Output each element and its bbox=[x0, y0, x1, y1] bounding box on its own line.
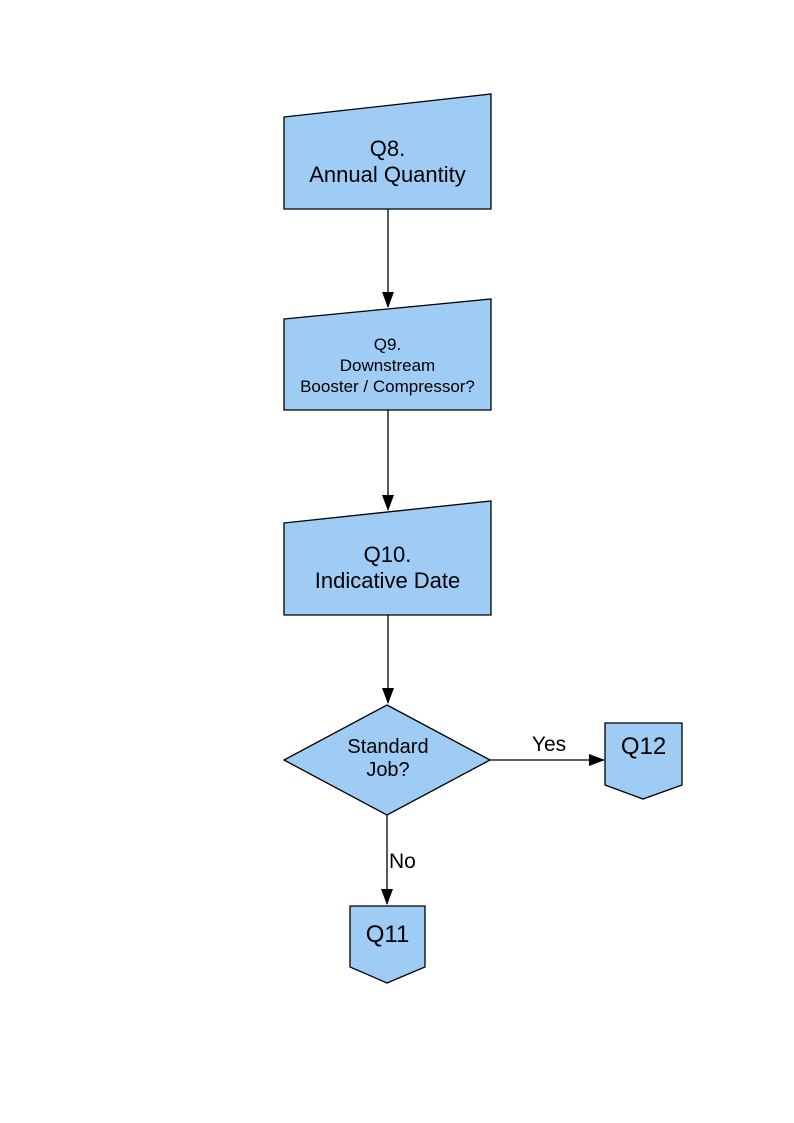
edge-label-no: No bbox=[389, 850, 416, 873]
node-q12-label: Q12 bbox=[620, 733, 667, 760]
node-q9-shape bbox=[283, 298, 492, 411]
node-q12-shape bbox=[604, 722, 683, 800]
node-decision-shape bbox=[282, 704, 492, 816]
node-decision-label: Standard Job? bbox=[347, 736, 429, 781]
node-q9-label: Q9. Downstream Booster / Compressor? bbox=[300, 335, 475, 396]
node-q8-shape bbox=[283, 93, 492, 210]
edge-label-yes: Yes bbox=[531, 733, 567, 756]
node-q11-shape bbox=[349, 905, 426, 984]
node-q11-label: Q11 bbox=[365, 921, 410, 948]
node-q10-shape bbox=[283, 500, 492, 616]
node-q10-label: Q10. Indicative Date bbox=[314, 542, 461, 593]
node-q8-label: Q8. Annual Quantity bbox=[309, 136, 466, 187]
